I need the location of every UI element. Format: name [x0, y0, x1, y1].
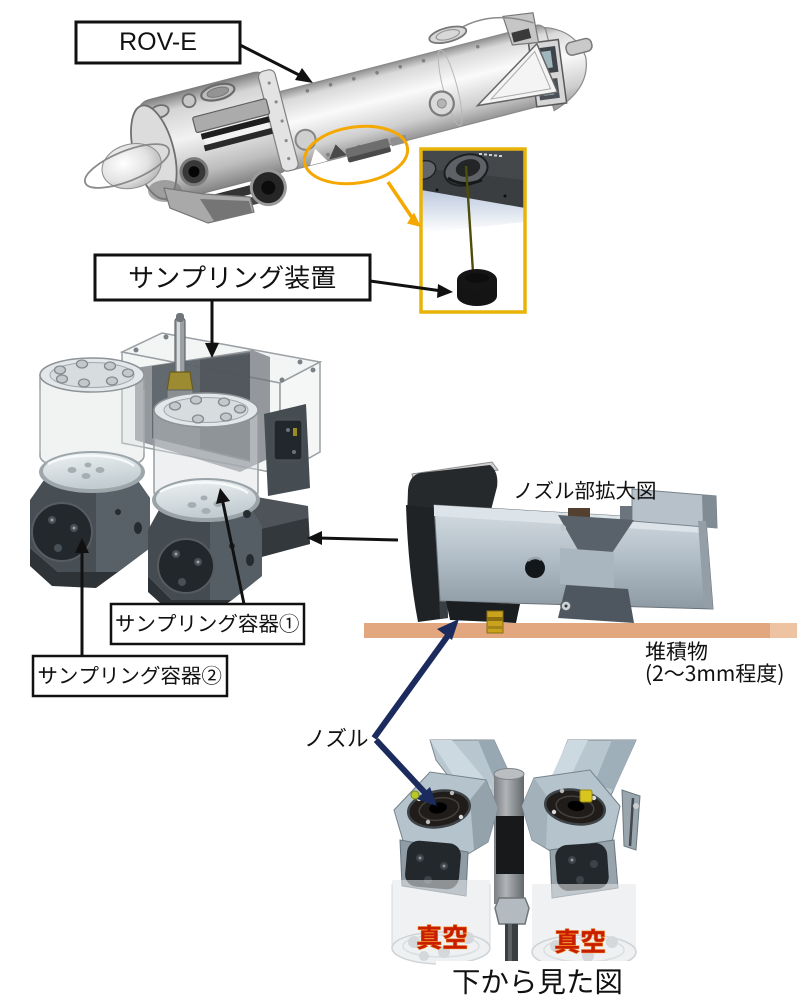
svg-text:ROV-E: ROV-E: [119, 28, 197, 56]
